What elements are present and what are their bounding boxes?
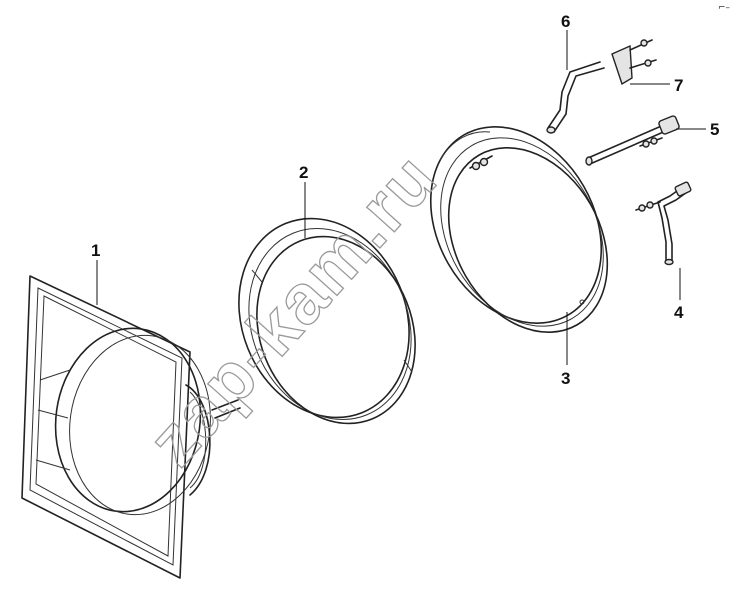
part-1-fan-shroud (21, 275, 241, 579)
callout-6: 6 (561, 12, 570, 31)
part-2-ring (238, 217, 416, 425)
part-6-curved-tube (546, 61, 605, 134)
corner-mark: ⌐– (718, 3, 731, 13)
callout-3: 3 (561, 369, 570, 388)
part-7-small-bracket (611, 39, 657, 86)
callout-7: 7 (674, 76, 683, 95)
watermark: zap-kam.ru (133, 138, 453, 481)
callout-4: 4 (674, 303, 684, 322)
part-5-rod-bracket (585, 115, 680, 166)
callout-5: 5 (710, 120, 719, 139)
part-4-bent-bracket (635, 181, 692, 266)
callout-2: 2 (299, 163, 308, 182)
callout-labels: 1 2 3 4 5 6 7 (91, 12, 719, 388)
callout-1: 1 (91, 241, 100, 260)
part-3-diffuser-ring (429, 126, 609, 333)
watermark-text: zap-kam.ru (133, 138, 452, 480)
leader-lines (96, 30, 706, 365)
